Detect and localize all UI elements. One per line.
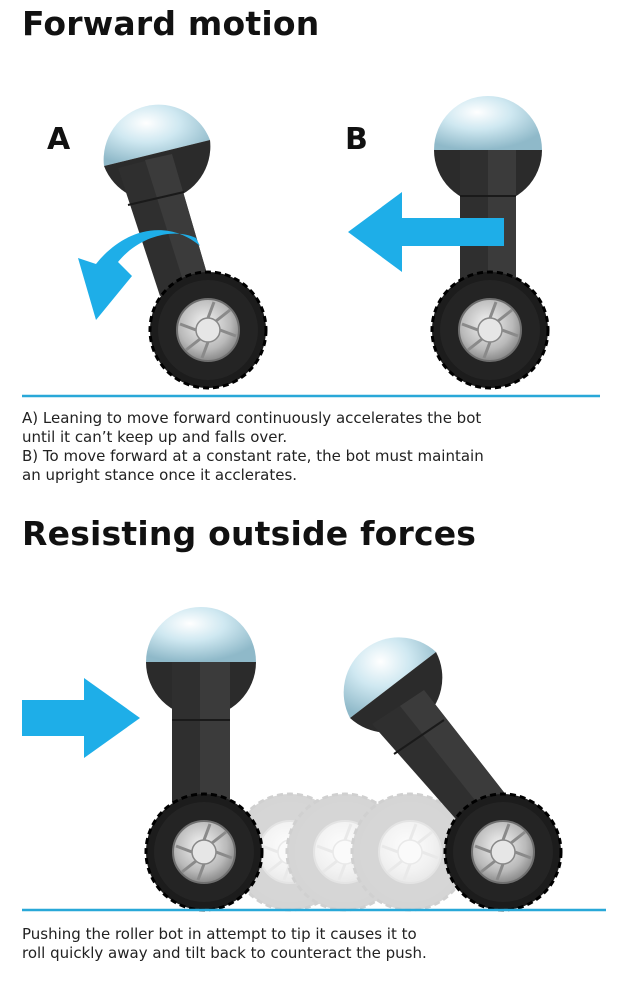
bot-c-upright	[144, 607, 264, 912]
bot-b-upright	[430, 96, 550, 390]
bot-d-dome	[343, 637, 436, 718]
caption-line: until it can’t keep up and falls over.	[22, 428, 288, 446]
caption-line: an upright stance once it acclerates.	[22, 466, 298, 484]
bot-d-wheel	[443, 792, 563, 912]
forward-motion-diagram	[22, 96, 600, 398]
label-a: A	[47, 122, 71, 157]
motion-trail	[230, 792, 470, 912]
caption-line: roll quickly away and tilt back to count…	[22, 944, 427, 962]
section-title-resisting-forces: Resisting outside forces	[22, 514, 477, 553]
label-b: B	[345, 122, 368, 157]
bot-a-wheel	[148, 270, 268, 390]
bot-b-dome	[434, 96, 542, 150]
caption-resisting-forces: Pushing the roller bot in attempt to tip…	[22, 925, 427, 963]
caption-line: B) To move forward at a constant rate, t…	[22, 447, 484, 465]
bot-b-wheel	[430, 270, 550, 390]
caption-forward-motion: A) Leaning to move forward continuously …	[22, 409, 484, 485]
section-title-forward-motion: Forward motion	[22, 4, 320, 43]
resisting-forces-diagram	[22, 607, 606, 912]
bot-d-tilted	[343, 637, 563, 912]
caption-line: A) Leaning to move forward continuously …	[22, 409, 482, 427]
bot-c-wheel	[144, 792, 264, 912]
bot-a-dome	[103, 104, 210, 166]
caption-line: Pushing the roller bot in attempt to tip…	[22, 925, 417, 943]
bot-c-dome	[146, 607, 256, 662]
curved-arrow-a-icon	[78, 230, 200, 320]
bot-a-leaning	[103, 104, 268, 390]
push-arrow-icon	[22, 678, 140, 758]
left-arrow-b-icon	[348, 192, 504, 272]
